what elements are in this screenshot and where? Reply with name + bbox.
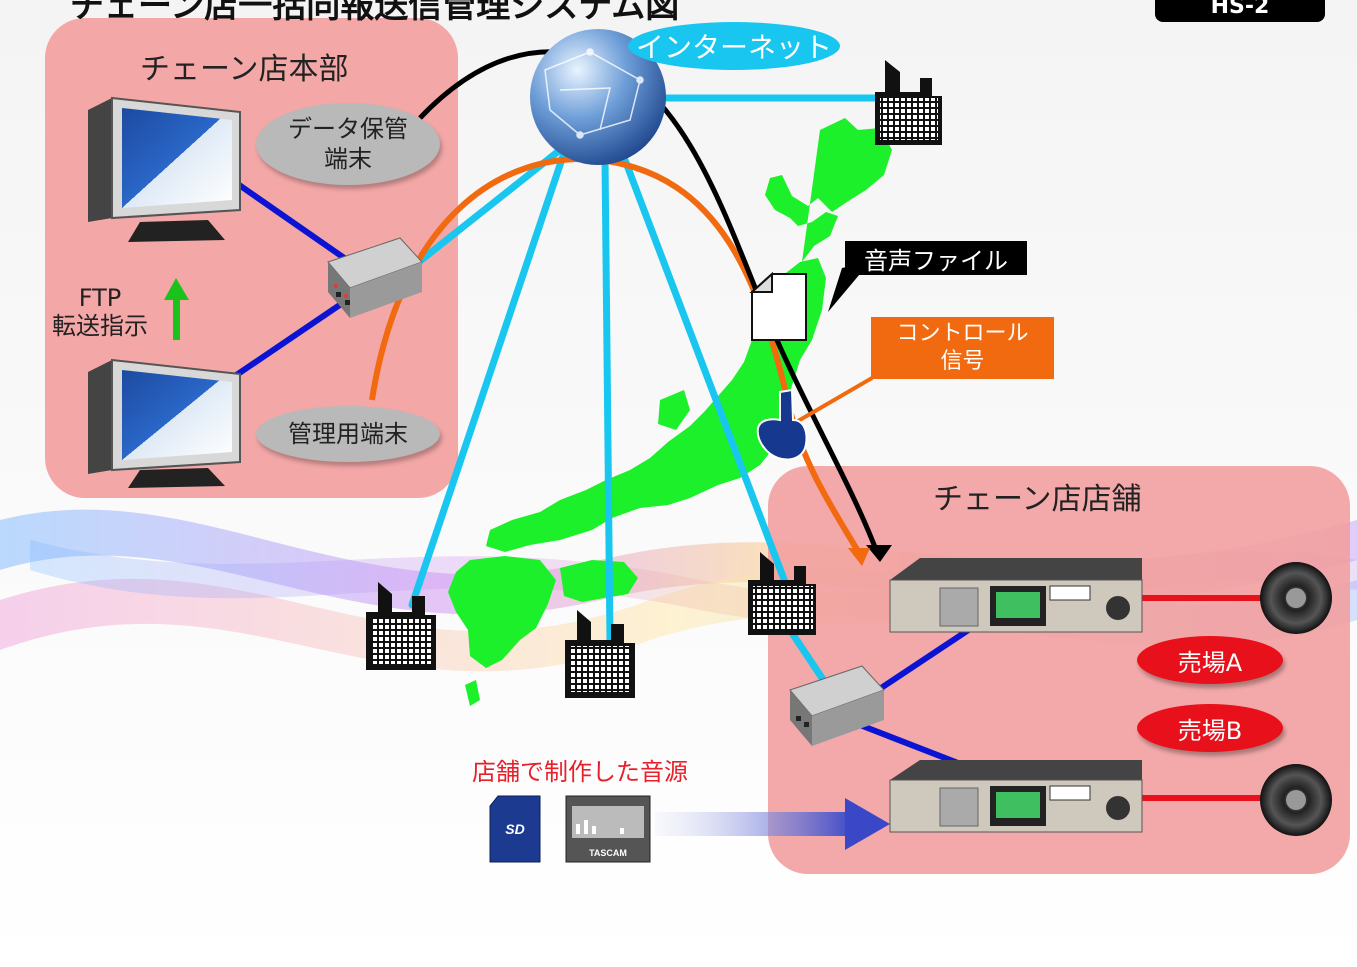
- sd-card-icon: SD: [489, 795, 541, 863]
- sd-logo: SD: [505, 821, 524, 837]
- cf-card-icon: TASCAM: [565, 795, 651, 863]
- building-icon: [366, 582, 436, 670]
- ftp-label-line2: 転送指示: [52, 312, 148, 340]
- recorder-icon: [889, 760, 1143, 833]
- headquarters-title: チェーン店本部: [140, 52, 349, 87]
- building-icon: [748, 552, 816, 635]
- ftp-arrow: [164, 278, 189, 340]
- ftp-label: FTP 転送指示: [52, 284, 148, 340]
- data-terminal-line2: 端末: [324, 145, 372, 173]
- computer-icon: [88, 358, 241, 488]
- audio-file-tag: 音声ファイル: [845, 241, 1027, 275]
- hand-icon: [756, 388, 808, 461]
- network-hub-icon: [789, 665, 885, 746]
- data-storage-terminal-label: データ保管端末: [256, 103, 440, 185]
- ftp-label-line1: FTP: [78, 284, 122, 312]
- network-hub-icon: [327, 237, 423, 318]
- computer-icon: [88, 96, 241, 242]
- recorder-icon: [889, 558, 1143, 633]
- store-audio-source-label: 店舗で制作した音源: [472, 758, 688, 786]
- store-title: チェーン店店舗: [933, 482, 1142, 517]
- audio-file-line: [418, 49, 881, 556]
- speaker-icon: [1260, 562, 1332, 634]
- internet-lines: [408, 94, 904, 694]
- control-signal-line: [369, 156, 865, 560]
- building-icon: [875, 60, 942, 145]
- control-signal-line1: コントロール: [896, 321, 1029, 346]
- transfer-arrow: [655, 798, 890, 850]
- diagram-id-badge: HS-2: [1155, 0, 1325, 22]
- control-signal-tag: コントロール 信号: [871, 317, 1054, 379]
- cf-brand: TASCAM: [589, 848, 627, 858]
- page-title: チェーン店一括同報送信管理システム図: [70, 0, 680, 26]
- building-icon: [565, 610, 635, 698]
- document-icon: [749, 271, 807, 341]
- globe-icon: [530, 29, 666, 165]
- speaker-icon: [1260, 764, 1332, 836]
- mgmt-terminal-label: 管理用端末: [256, 406, 440, 462]
- control-signal-line2: 信号: [940, 349, 985, 374]
- data-terminal-line1: データ保管: [288, 115, 408, 143]
- zone-b-label: 売場B: [1137, 704, 1283, 752]
- zone-a-label: 売場A: [1137, 636, 1283, 684]
- speaker-lines: [1142, 595, 1268, 801]
- internet-label: インターネット: [628, 22, 840, 70]
